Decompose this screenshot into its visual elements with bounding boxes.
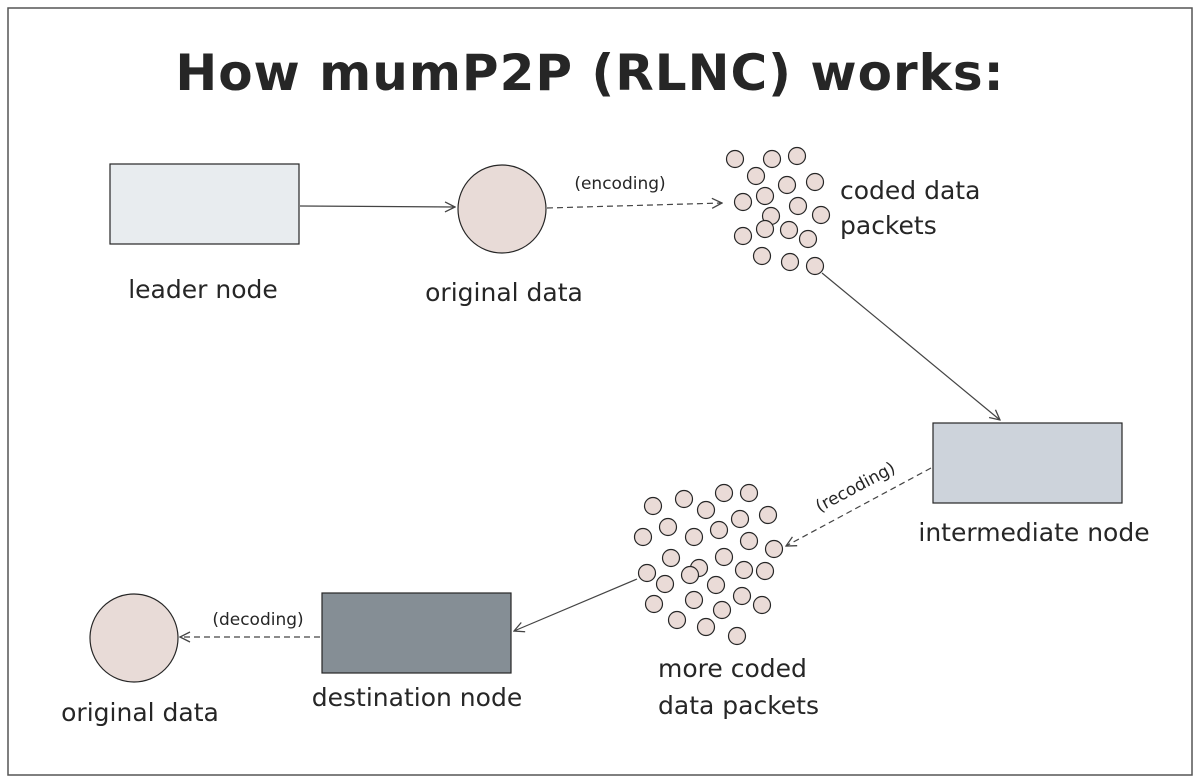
packet xyxy=(752,595,772,615)
intermediate-node-label: intermediate node xyxy=(918,518,1149,547)
packet xyxy=(798,229,818,249)
original-data-label-bottom: original data xyxy=(61,698,219,727)
packet xyxy=(746,166,766,186)
packet xyxy=(805,172,825,192)
packet xyxy=(644,594,664,614)
packet xyxy=(752,246,772,266)
packet xyxy=(696,500,716,520)
packet xyxy=(714,547,734,567)
packet xyxy=(725,149,745,169)
packet xyxy=(667,610,687,630)
packet xyxy=(733,226,753,246)
packet xyxy=(661,548,681,568)
packet xyxy=(762,149,782,169)
packet xyxy=(633,527,653,547)
leader-node-label: leader node xyxy=(128,275,278,304)
packet xyxy=(733,192,753,212)
packet xyxy=(709,520,729,540)
recoding-arrow xyxy=(786,467,932,546)
packet xyxy=(714,483,734,503)
packet xyxy=(764,539,784,559)
packet xyxy=(684,527,704,547)
packet xyxy=(755,561,775,581)
packet xyxy=(684,590,704,610)
destination-node xyxy=(321,592,512,674)
packet xyxy=(730,509,750,529)
packet xyxy=(706,575,726,595)
packet xyxy=(637,563,657,583)
packet xyxy=(674,489,694,509)
packet xyxy=(739,483,759,503)
packet xyxy=(779,220,799,240)
packet xyxy=(734,560,754,580)
destination-node-label: destination node xyxy=(312,683,522,712)
packet xyxy=(658,517,678,537)
diagram-frame xyxy=(7,7,1193,776)
coded-packets-cluster xyxy=(725,146,831,276)
encoding-arrow xyxy=(546,203,722,208)
packet xyxy=(755,219,775,239)
packet xyxy=(787,146,807,166)
packet xyxy=(732,586,752,606)
packet xyxy=(811,205,831,225)
packet xyxy=(777,175,797,195)
more-coded-packets-label-line2: data packets xyxy=(658,691,819,720)
more-coded-packets-label-line1: more coded xyxy=(658,654,807,683)
leader-node xyxy=(109,163,300,245)
more-coded-packets-cluster xyxy=(633,483,784,646)
packet xyxy=(755,186,775,206)
intermediate-node xyxy=(932,422,1123,504)
packet xyxy=(696,617,716,637)
diagram-title: How mumP2P (RLNC) works: xyxy=(175,44,1004,102)
packets-to-destination-arrow xyxy=(514,578,638,631)
packet xyxy=(727,626,747,646)
packet xyxy=(788,196,808,216)
original-data-label-top: original data xyxy=(425,278,583,307)
packet xyxy=(680,565,700,585)
packet xyxy=(655,574,675,594)
packet xyxy=(780,252,800,272)
packet xyxy=(643,496,663,516)
packet xyxy=(712,600,732,620)
encoding-label: (encoding) xyxy=(574,174,665,194)
original-data-circle-bottom xyxy=(89,593,179,683)
packet xyxy=(739,531,759,551)
packet xyxy=(805,256,825,276)
coded-packets-label-line1: coded data xyxy=(840,176,980,205)
packet xyxy=(758,505,778,525)
decoding-label: (decoding) xyxy=(212,610,303,630)
original-data-circle-top xyxy=(457,164,547,254)
packets-to-intermediate-arrow xyxy=(821,272,1000,420)
leader-to-data-arrow xyxy=(299,206,455,207)
coded-packets-label-line2: packets xyxy=(840,211,937,240)
